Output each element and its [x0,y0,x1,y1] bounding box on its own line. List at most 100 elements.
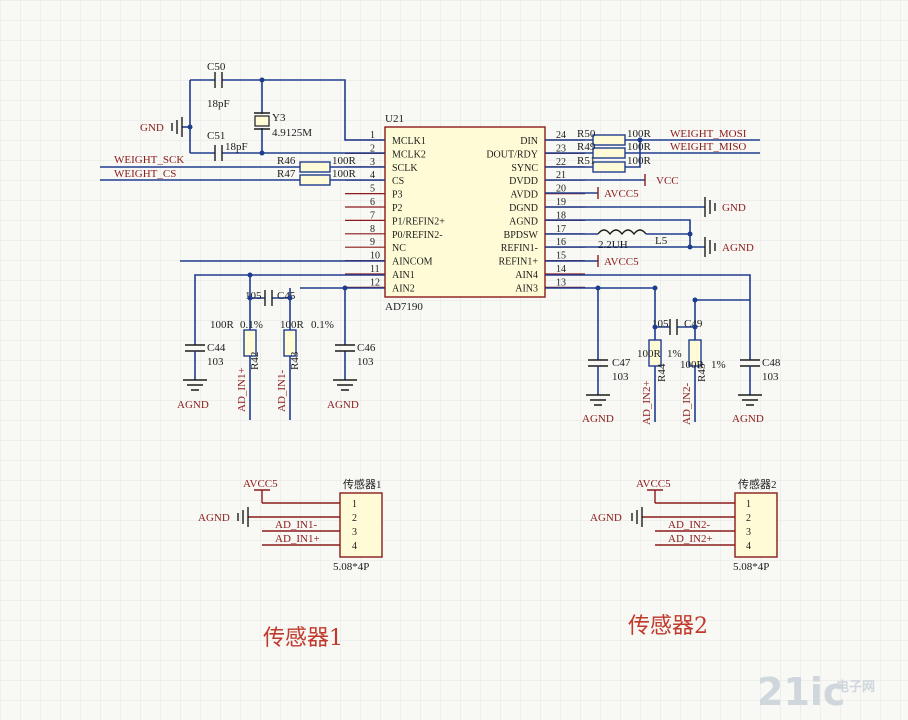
c50-symbol [214,72,223,88]
input2-filter[interactable]: C47 103 AGND 105 C49 100R 1% 100R 1% R44… [545,274,781,425]
chip-pin-number: 3 [370,157,375,168]
sensor2-pin-4: 4 [746,541,751,552]
chip-pin-number: 7 [370,210,375,221]
inductor-ref: L5 [655,235,668,247]
sensor2-footprint: 5.08*4P [733,561,769,573]
r49-ref: R49 [577,141,596,153]
chip-pin-number: 20 [556,184,566,195]
chip-pin-name: P1/REFIN2+ [392,216,445,227]
r46-symbol [299,161,331,173]
avcc5-label-avdd: AVCC5 [604,188,639,200]
c47-ref: C47 [612,357,631,369]
crystal-ref: Y3 [272,112,286,124]
c49-ref: C49 [684,318,703,330]
chip-pin-name: BPDSW [504,230,539,241]
chip-pin-number: 6 [370,197,375,208]
power-right[interactable]: VCC AVCC5 GND AGND 2.2UH L5 AVCC5 [545,174,754,268]
chip-pin-number: 17 [556,224,566,235]
r45-ref: R45 [696,363,708,382]
r47-ref: R47 [277,168,296,180]
spi-left[interactable]: WEIGHT_SCK WEIGHT_CS R46 100R R47 100R [100,154,385,186]
chip-pin-name: DVDD [509,176,538,187]
chip-pin-name: REFIN1- [501,243,538,254]
chip-pin-number: 18 [556,210,566,221]
chip-pin-number: 23 [556,143,566,154]
sensor2-ad-in2n: AD_IN2- [668,519,710,531]
gnd-symbol-dgnd [704,197,716,217]
input1-filter[interactable]: C44 103 AGND 105 C45 100R 0.1% 100R 0.1%… [177,272,385,421]
spi-right[interactable]: R50 100R R49 100R R51 100R WEIGHT_MOSI W… [545,128,760,173]
chip-pin-name: AIN4 [515,270,538,281]
chip-pin-number: 4 [370,170,375,181]
agnd-label-c47: AGND [582,413,614,425]
chip-pin-name: AIN2 [392,283,415,294]
sensor2-ad-in2p: AD_IN2+ [668,533,713,545]
chip-pin-name: AIN1 [392,270,415,281]
sensor2-body [734,492,778,558]
ad-in2p-vert: AD_IN2+ [641,380,653,425]
r45-value: 100R [680,359,705,371]
weight-sck-label: WEIGHT_SCK [114,154,184,166]
agnd-label-c44: AGND [177,399,209,411]
gnd-symbol-clock [171,117,183,137]
agnd-symbol-right [704,237,716,257]
chip-pin-name: REFIN1+ [498,257,538,268]
sensor2-agnd: AGND [590,512,622,524]
agnd-label-c46: AGND [327,399,359,411]
c50-ref: C50 [207,61,226,73]
sensor1-pin-2: 2 [352,513,357,524]
sensor2-pin-2: 2 [746,513,751,524]
chip-pin-name: P0/REFIN2- [392,230,443,241]
agnd-label-right: AGND [722,242,754,254]
inductor-value: 2.2UH [598,239,628,251]
sensor1-ad-in1n: AD_IN1- [275,519,317,531]
sensor1-pin-1: 1 [352,499,357,510]
chip-pin-name: DIN [520,136,538,147]
r51-ref: R51 [577,155,595,167]
r46-value: 100R [332,155,357,167]
watermark-text: 电子网 [836,679,875,695]
chip-pin-number: 1 [370,130,375,141]
sensor2-ref: 传感器2 [738,478,777,491]
r44-ref: R44 [656,363,668,382]
r47-symbol [299,174,331,186]
r43-symbol [283,329,297,357]
chip-pin-name: SYNC [511,163,538,174]
sensor2-pin-1: 1 [746,499,751,510]
chip-pin-number: 8 [370,224,375,235]
c46-value: 103 [357,356,374,368]
watermark-logo: 21ic [757,670,845,714]
chip-pin-name: AINCOM [392,257,433,268]
clock-circuit[interactable]: C50 18pF C51 18pF GND Y3 4.9125M [140,61,385,161]
r43-tol: 0.1% [311,319,334,331]
r46-ref: R46 [277,155,296,167]
chip-pin-number: 15 [556,251,566,262]
gnd-label-dgnd: GND [722,202,746,214]
sensor1-ref: 传感器1 [343,478,382,491]
chip-pin-number: 16 [556,237,566,248]
sensor2-connector[interactable]: 传感器2 5.08*4P 1 2 3 4 AVCC5 AGND AD_IN2- … [590,478,778,573]
chip-pin-name: DOUT/RDY [486,149,538,160]
chip-pin-number: 24 [556,130,566,141]
chip-pin-name: P3 [392,190,403,201]
weight-cs-label: WEIGHT_CS [114,168,176,180]
inductor-symbol [597,229,647,236]
r44-symbol [648,339,662,367]
sensor2-pin-3: 3 [746,527,751,538]
ad-in2n-vert: AD_IN2- [681,383,693,425]
c45-value: 105 [245,290,262,302]
ad-in1p-vert: AD_IN1+ [236,367,248,412]
r42-value: 100R [210,319,235,331]
chip-pin-number: 12 [370,277,380,288]
sensor1-connector[interactable]: 传感器1 5.08*4P 1 2 3 4 AVCC5 AGND AD_IN1- … [198,478,383,573]
chip-pin-name: SCLK [392,163,418,174]
agnd-label-c48: AGND [732,413,764,425]
crystal-value: 4.9125M [272,127,312,139]
caption-sensor2: 传感器2 [628,614,708,639]
r49-value: 100R [627,141,652,153]
chip-pin-left-7: 7P1/REFIN2+ [345,210,445,227]
c45-ref: C45 [277,290,296,302]
ad7190-chip[interactable]: U21 AD7190 1MCLK12MCLK23SCLK4CS5P36P27P1… [345,113,585,313]
